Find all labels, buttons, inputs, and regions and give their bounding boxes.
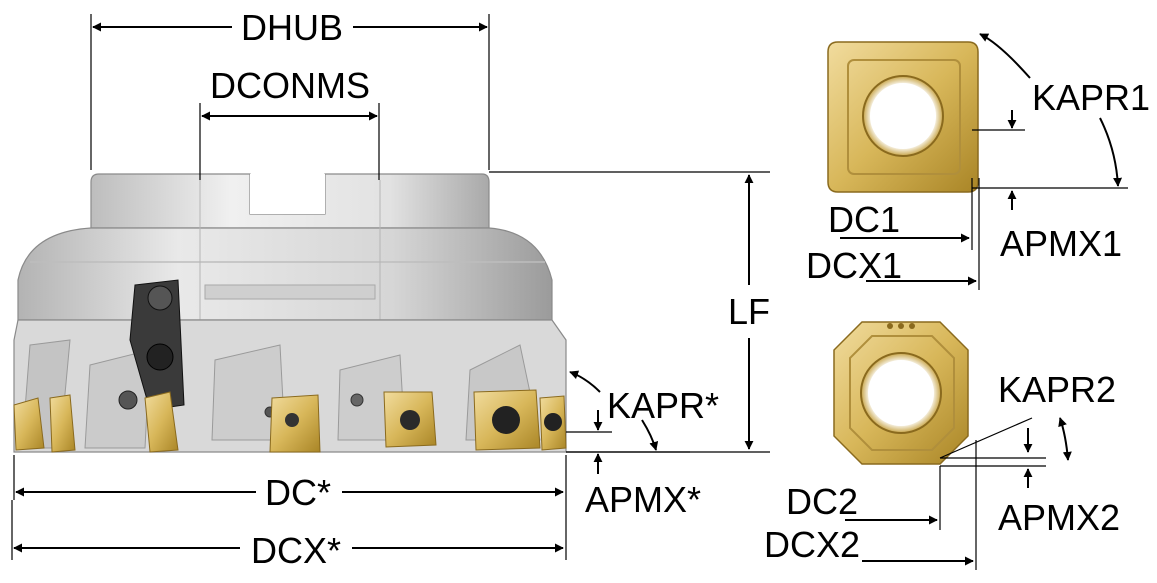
cutter-shoulder	[17, 227, 553, 321]
label-kapr-star: KAPR*	[607, 385, 719, 426]
label-dcx-star: DCX*	[251, 530, 341, 571]
insert-screw-icon	[492, 406, 520, 434]
label-dconms: DCONMS	[210, 65, 370, 106]
insert-screw-icon	[285, 413, 299, 427]
label-kapr1: KAPR1	[1032, 77, 1150, 118]
label-apmx2: APMX2	[998, 497, 1120, 538]
label-apmx-star: APMX*	[585, 479, 701, 520]
label-lf: LF	[728, 291, 770, 332]
clamp-screw-icon	[147, 285, 173, 311]
label-dcx2: DCX2	[764, 524, 860, 565]
label-dhub: DHUB	[241, 7, 343, 48]
clamp-screw-icon	[146, 343, 174, 371]
insert-1	[827, 41, 979, 193]
insert-2	[833, 321, 969, 465]
label-dc-star: DC*	[265, 472, 331, 513]
dimension-labels: DHUB DCONMS LF KAPR* APMX* DC* DCX* KAPR…	[210, 7, 1150, 571]
coolant-hole-icon	[118, 390, 138, 410]
label-dc1: DC1	[828, 199, 900, 240]
dimension-lines	[11, 14, 1128, 570]
label-dc2: DC2	[786, 481, 858, 522]
label-dcx1: DCX1	[806, 245, 902, 286]
cutter-inserts	[13, 389, 567, 453]
label-kapr2: KAPR2	[998, 369, 1116, 410]
keyway-slot	[250, 174, 325, 214]
label-apmx1: APMX1	[1000, 223, 1122, 264]
insert-screw-icon	[400, 410, 420, 430]
